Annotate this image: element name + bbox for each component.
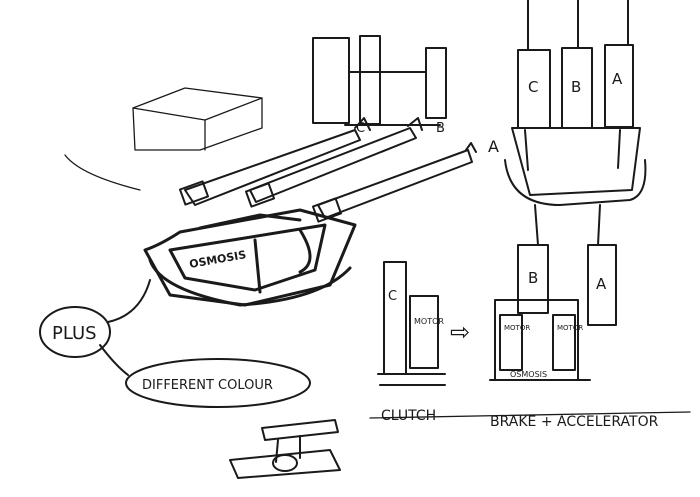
brand-label: OSMOSIS [188,248,247,271]
clutch-detail [377,261,446,386]
plus-note: PLUS [52,323,97,344]
arm-label-c: C [356,121,365,136]
accelerator-pedal-label: A [596,275,607,293]
top-pedal-b-label: B [571,78,581,96]
top-pedal-cluster [504,0,647,246]
background-box [64,87,263,191]
clutch-motor-label: MOTOR [414,317,444,326]
clutch-pedal-label: C [388,289,397,304]
brake-pedal-label: B [528,269,538,287]
base-brand-label: OSMOSIS [510,370,547,379]
pedal-arms [178,117,477,223]
accelerator-motor-label: MOTOR [557,324,583,332]
top-pedal-c-label: C [528,78,538,96]
brake-accelerator-detail [489,244,617,381]
transform-arrow: ⇨ [450,318,470,346]
brake-motor-label: MOTOR [504,324,530,332]
brake-accelerator-caption: BRAKE + ACCELERATOR [490,414,659,430]
rear-pedal-columns [312,35,447,126]
different-colour-note: DIFFERENT COLOUR [142,378,273,393]
caption-rule [369,411,691,419]
note-bubbles [39,279,311,408]
small-foot-pedal [229,419,341,479]
top-pedal-a-label: A [612,70,623,88]
clutch-caption: CLUTCH [381,408,436,424]
pedal-base-unit [143,208,357,307]
callout-a-label: A [488,137,499,156]
arm-label-b: B [436,121,445,136]
